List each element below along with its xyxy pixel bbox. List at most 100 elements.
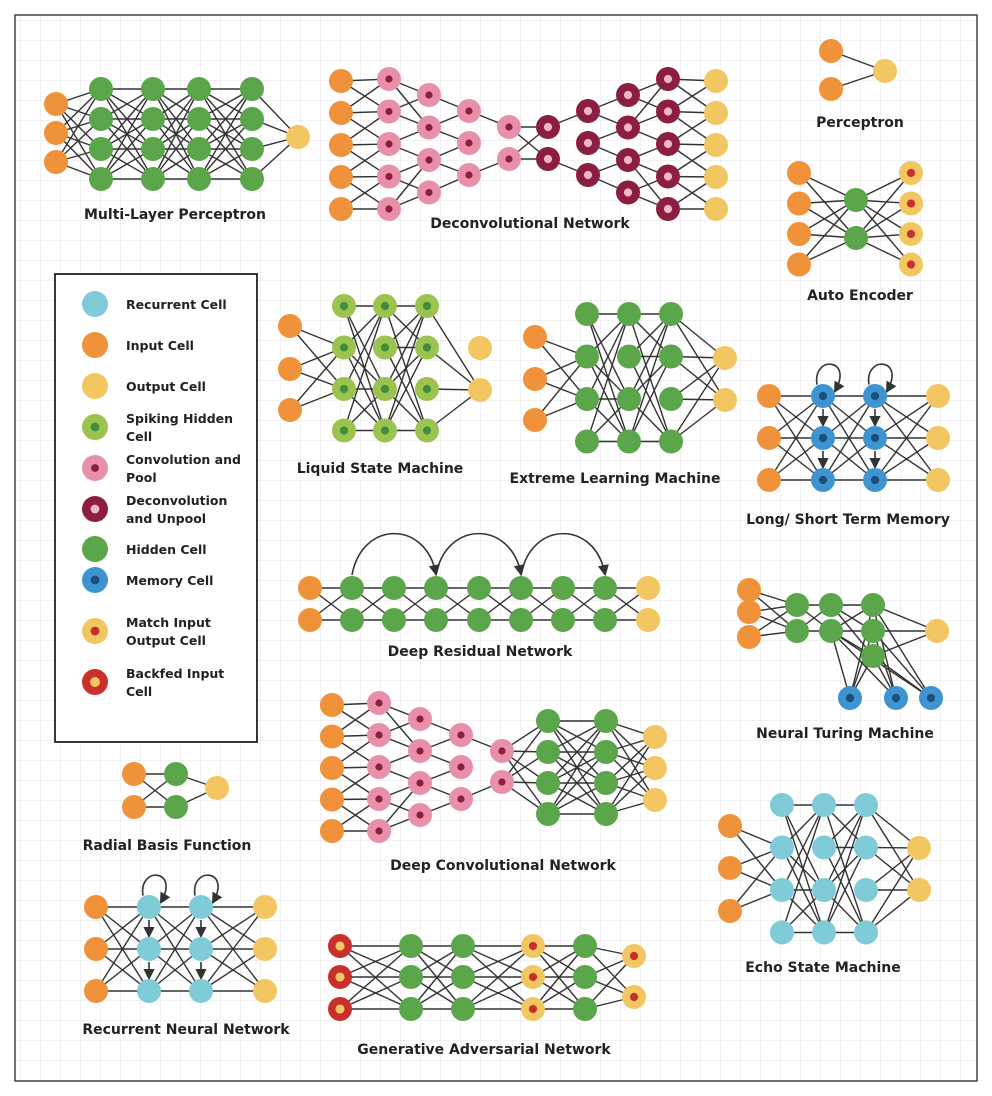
input-cell-body <box>329 101 353 125</box>
lsm-L1-n0 <box>332 294 356 318</box>
hidden-cell-body <box>861 619 885 643</box>
edge <box>586 313 630 400</box>
conv-cell-core <box>465 171 473 179</box>
output-cell-body <box>82 373 108 399</box>
elm-L3-n3 <box>659 429 683 454</box>
lsm-L3-n1 <box>415 335 439 360</box>
hidden-cell-body <box>617 302 641 326</box>
input-cell-body <box>298 608 322 632</box>
edge <box>198 88 253 150</box>
dcn-L0-n3 <box>320 787 344 812</box>
edge <box>798 172 857 239</box>
output-cell-body <box>253 979 277 1003</box>
hidden-cell-body <box>659 387 683 411</box>
title-radial-basis-function: Radial Basis Function <box>83 838 252 854</box>
resnet-L7-n1 <box>593 608 617 632</box>
input-cell-body <box>819 39 843 63</box>
legend-swatch-match <box>82 618 108 644</box>
deconv-L9-n2 <box>704 133 728 157</box>
hidden-cell-body <box>861 644 885 668</box>
mlp-L1-n3 <box>89 167 113 191</box>
input-cell-body <box>329 133 353 157</box>
self-loop-arrow <box>193 874 223 905</box>
resnet-L6-n0 <box>551 576 575 600</box>
residual-skip-arrow <box>520 532 609 577</box>
input-cell-body <box>737 578 761 602</box>
deconv-cell-core <box>543 154 553 164</box>
lstm-L0-n1 <box>757 426 781 450</box>
hidden-cell-body <box>240 137 264 161</box>
elm-L1-n3 <box>575 429 599 454</box>
title-generative-adversarial-network: Generative Adversarial Network <box>357 1042 611 1058</box>
spiking-cell-core <box>339 426 349 435</box>
mlp-L3-n2 <box>187 137 211 161</box>
edge <box>152 88 200 180</box>
deconv-L8-n2 <box>656 132 680 156</box>
input-cell-body <box>320 693 344 717</box>
hidden-cell-body <box>82 536 108 562</box>
gan-L1-n0 <box>399 934 423 958</box>
edge <box>830 630 897 699</box>
hidden-cell-body <box>551 608 575 632</box>
hidden-cell-body <box>594 771 618 795</box>
input-cell-body <box>122 762 146 786</box>
match-cell-core <box>906 199 916 208</box>
recurrent-cell-body <box>770 835 794 860</box>
ae-L1-n1 <box>844 226 868 250</box>
hidden-cell-body <box>785 619 809 643</box>
hidden-cell-body <box>594 709 618 733</box>
conv-cell-core <box>385 140 393 148</box>
ae-L2-n2 <box>899 222 923 246</box>
gan-L4-n1 <box>573 965 597 989</box>
hidden-cell-body <box>340 608 364 632</box>
legend-swatch-spiking <box>82 414 108 440</box>
gan-L1-n2 <box>399 997 423 1021</box>
hidden-cell-body <box>575 302 599 326</box>
legend-label-memory: Memory Cell <box>126 573 213 588</box>
lsm-L3-n0 <box>415 294 439 318</box>
mlp-L4-n3 <box>240 167 264 191</box>
edge <box>628 313 672 442</box>
deconv-cell-core <box>623 123 633 132</box>
input-cell-body <box>718 899 742 923</box>
edge <box>384 305 428 390</box>
edge <box>823 804 867 933</box>
resnet-L0-n0 <box>298 576 322 600</box>
esm-L2-n1 <box>812 835 836 860</box>
match-cell-core <box>90 626 100 636</box>
backfed-cell-core <box>90 677 100 687</box>
esm-L0-n2 <box>718 899 742 923</box>
lstm-L2-n1 <box>863 426 887 450</box>
mlp-L4-n1 <box>240 107 264 131</box>
legend-label-deconv: Deconvolution <box>126 493 227 508</box>
edge <box>823 804 867 891</box>
deconv-L6-n0 <box>576 99 600 123</box>
edge <box>781 804 825 933</box>
hidden-cell-body <box>89 107 113 131</box>
legend-swatch-input <box>82 332 108 358</box>
gan-L5-n0 <box>622 944 646 968</box>
loops-layer <box>141 363 897 981</box>
input-cell-body <box>819 77 843 101</box>
hidden-cell-body <box>240 107 264 131</box>
match-cell-core <box>906 168 916 178</box>
ntm-L3-n2 <box>861 644 885 668</box>
edge <box>855 172 912 239</box>
edge <box>152 88 200 150</box>
lstm-L3-n2 <box>926 468 950 492</box>
conv-cell-core <box>416 779 424 787</box>
spiking-cell-core <box>380 343 390 352</box>
ntm-memory-cell <box>838 686 862 710</box>
deconv-L3-n2 <box>457 163 481 187</box>
dcn-L6-n3 <box>594 802 618 826</box>
dcn-L2-n2 <box>408 771 432 795</box>
hidden-cell-body <box>399 934 423 958</box>
edge <box>798 199 857 265</box>
output-cell-body <box>468 378 492 402</box>
edge <box>547 751 607 815</box>
deconv-L5-n1 <box>536 147 560 171</box>
recurrent-cell-body <box>189 979 213 1003</box>
edge <box>501 720 549 783</box>
